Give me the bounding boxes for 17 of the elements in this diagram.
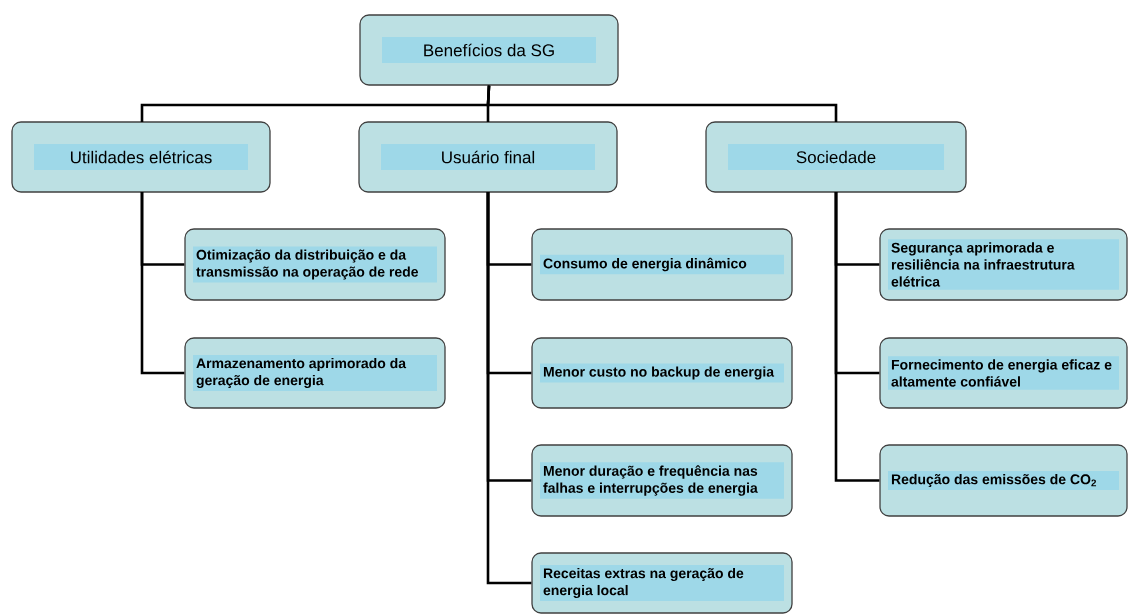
benefit-box: Menor custo no backup de energia [531, 337, 793, 409]
category-box: Sociedade [705, 121, 967, 193]
benefit-box: Fornecimento de energia eficaz e altamente confiável [879, 337, 1128, 409]
benefit-box: Otimização da distribuição e da transmissão na operação de rede [184, 228, 446, 301]
benefit-box: Segurança aprimorada e resiliência na infraestrutura elétrica [879, 228, 1128, 301]
benefit-box: Armazenamento aprimorado da geração de energia [184, 337, 446, 409]
benefit-box: Redução das emissões de CO$_{2}$ [879, 444, 1128, 517]
connector-line [486, 85, 838, 122]
benefit-box: Menor duração e frequência nas falhas e interrupções de energia [531, 444, 793, 517]
category-box: Benefícios da SG [359, 14, 619, 86]
benefit-box: Receitas extras na geração de energia local [531, 552, 793, 614]
connector-line [140, 192, 185, 375]
connector-line [834, 192, 880, 482]
category-box: Utilidades elétricas [11, 121, 271, 193]
benefit-box: Consumo de energia dinâmico [531, 228, 793, 301]
category-box: Usuário final [358, 121, 618, 193]
connector-line [486, 192, 532, 585]
